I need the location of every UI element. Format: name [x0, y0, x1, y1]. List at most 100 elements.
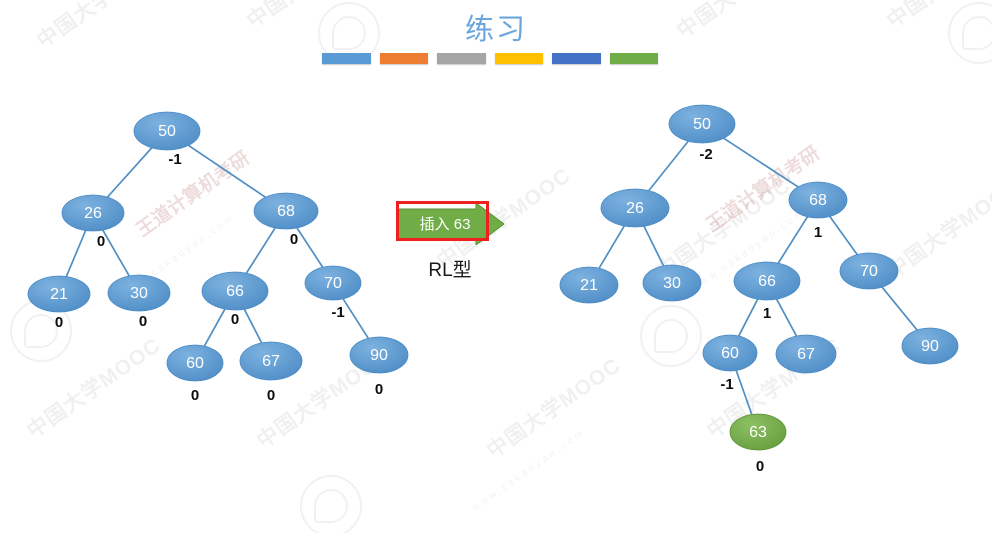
node-value-label: 66	[226, 283, 244, 300]
tree-node: 70-1	[304, 265, 362, 321]
node-ellipse	[166, 344, 224, 382]
tree-node: 90	[901, 327, 959, 365]
tree-edge	[597, 224, 626, 270]
node-ellipse	[239, 341, 303, 381]
tree-node: 21 0	[27, 275, 91, 331]
node-value-label: 70	[860, 263, 878, 280]
tree-edge	[101, 228, 131, 278]
left-tree-nodes: 50 -1 26 0 68 0 21 0 30 0 660 70-1 600 67 0 900	[27, 111, 409, 404]
node-value-label: 67	[262, 353, 280, 370]
tree-edge	[186, 143, 267, 199]
balance-factor-label: -1	[720, 376, 733, 393]
tree-edge	[295, 226, 324, 269]
node-value-label: 50	[158, 123, 176, 140]
node-ellipse	[133, 111, 201, 151]
node-ellipse	[775, 334, 837, 374]
balance-factor-label: -2	[699, 146, 712, 163]
tree-edge	[776, 215, 809, 265]
node-value-label: 67	[797, 346, 815, 363]
tree-edge	[65, 229, 87, 278]
tree-node: 600	[166, 344, 224, 404]
decorative-color-bars	[322, 53, 658, 64]
bar-green	[609, 53, 658, 64]
node-value-label: 30	[130, 285, 148, 302]
node-ellipse	[668, 104, 736, 144]
node-value-label: 30	[663, 275, 681, 292]
bar-yellow	[494, 53, 543, 64]
tree-node: 50 -1	[133, 111, 201, 168]
tree-edge	[775, 297, 798, 338]
tree-edge	[735, 369, 753, 416]
node-ellipse	[304, 265, 362, 301]
page-title: 练习	[464, 14, 527, 46]
tree-edge	[642, 225, 665, 267]
balance-factor-label: 1	[814, 224, 822, 241]
node-value-label: 50	[693, 116, 711, 133]
tree-node: 68 0	[253, 192, 319, 248]
tree-edge	[647, 139, 690, 193]
node-ellipse	[201, 271, 269, 311]
node-value-label: 68	[277, 203, 295, 220]
node-value-label: 26	[626, 200, 644, 217]
node-ellipse	[107, 274, 171, 312]
node-value-label: 68	[809, 192, 827, 209]
tree-node: 67 0	[239, 341, 303, 404]
bar-gray	[437, 53, 486, 64]
tree-edge	[106, 146, 154, 199]
tree-node: 660	[201, 271, 269, 328]
node-ellipse	[788, 181, 848, 219]
right-tree-edges	[597, 136, 919, 416]
bar-blue-light	[322, 53, 371, 64]
rotation-type-caption: RL型	[428, 260, 472, 281]
node-ellipse	[61, 194, 125, 232]
node-ellipse	[253, 192, 319, 230]
tree-node: 67	[775, 334, 837, 374]
tree-node: 26 0	[61, 194, 125, 250]
node-value-label: 21	[580, 277, 598, 294]
node-ellipse	[600, 188, 670, 228]
tree-node: 900	[349, 336, 409, 398]
node-value-label: 60	[721, 345, 739, 362]
tree-edge	[203, 307, 227, 348]
tree-node: 30 0	[107, 274, 171, 330]
node-ellipse	[349, 336, 409, 374]
node-ellipse	[27, 275, 91, 313]
balance-factor-label: 0	[139, 313, 147, 330]
tree-edge	[341, 297, 370, 340]
node-ellipse	[839, 252, 899, 290]
balance-factor-label: 0	[55, 314, 63, 331]
tree-node: 60 -1	[702, 334, 758, 393]
node-value-label: 90	[921, 338, 939, 355]
node-value-label: 21	[50, 286, 68, 303]
tree-edge	[880, 285, 919, 332]
node-value-label: 26	[84, 205, 102, 222]
tree-node: 21	[559, 266, 619, 304]
balance-factor-label: -1	[331, 304, 344, 321]
balance-factor-label: 1	[763, 305, 771, 322]
balance-factor-label: -1	[168, 151, 181, 168]
node-ellipse	[729, 413, 787, 451]
bar-orange	[379, 53, 428, 64]
node-ellipse	[559, 266, 619, 304]
tree-node: 70	[839, 252, 899, 290]
node-ellipse	[733, 261, 801, 301]
highlight-box	[396, 201, 489, 241]
balance-factor-label: 0	[267, 387, 275, 404]
balance-factor-label: 0	[290, 231, 298, 248]
balance-factor-label: 0	[97, 233, 105, 250]
left-tree-edges	[65, 143, 370, 348]
tree-node: 26	[600, 188, 670, 228]
node-ellipse	[901, 327, 959, 365]
node-value-label: 63	[749, 424, 767, 441]
tree-edge	[243, 307, 263, 345]
node-ellipse	[702, 334, 758, 372]
node-value-label: 66	[758, 273, 776, 290]
tree-edge	[828, 215, 859, 256]
tree-edge	[722, 136, 800, 189]
node-value-label: 90	[370, 347, 388, 364]
bar-blue-dark	[552, 53, 601, 64]
tree-node: 50 -2	[668, 104, 736, 163]
